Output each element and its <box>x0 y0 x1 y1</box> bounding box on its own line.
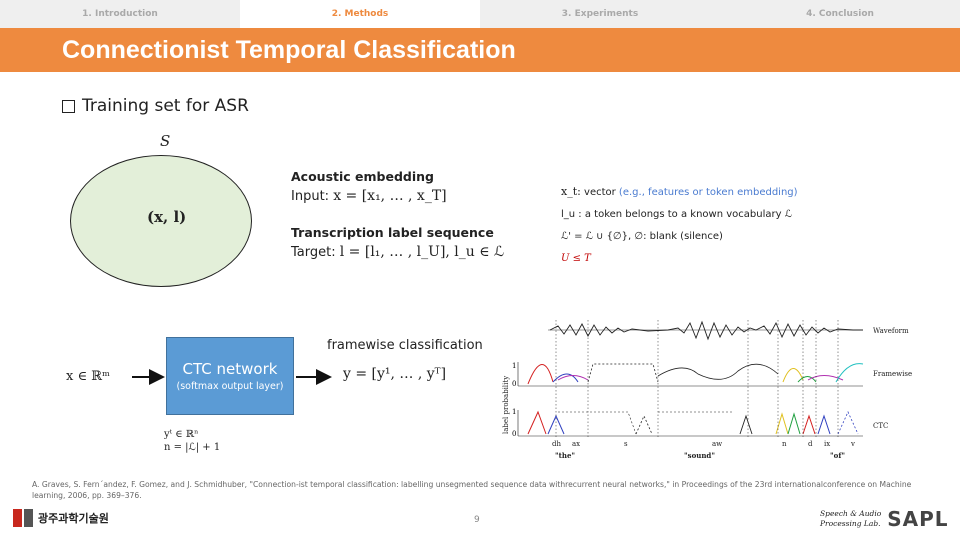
tick-0-bottom: 0 <box>512 430 516 438</box>
note-xt-example: (e.g., features or token embedding) <box>615 187 798 198</box>
input-label: x ∈ ℝᵐ <box>66 369 110 384</box>
ellipse-label: (x, l) <box>147 208 187 226</box>
acoustic-prefix: Input: <box>291 189 330 204</box>
phoneme-s: s <box>624 440 628 448</box>
transcription-prefix: Target: <box>291 245 336 260</box>
acoustic-embedding-block: Acoustic embedding Input: x = [x₁, … , x… <box>291 169 447 204</box>
tab-methods[interactable]: 2. Methods <box>240 0 480 28</box>
tab-introduction[interactable]: 1. Introduction <box>82 9 158 19</box>
note-lu: l_u : a token belongs to a known vocabul… <box>561 209 792 220</box>
row-label-ctc: CTC <box>873 422 888 430</box>
framewise-label: framewise classification <box>327 338 483 353</box>
title-bar: Connectionist Temporal Classification <box>0 28 960 72</box>
dim-yt: yᵗ ∈ ℝⁿ <box>164 429 199 440</box>
sapl-lab-name: Speech & Audio Processing Lab. <box>820 509 882 528</box>
sapl-logo-mark: SAPL <box>887 507 949 531</box>
word-the: "the" <box>555 451 575 460</box>
transcription-heading: Transcription label sequence <box>291 225 494 240</box>
bullet-text: Training set for ASR <box>82 96 249 116</box>
bullet-square-icon <box>62 99 75 113</box>
note-xt-math: x_t: <box>561 185 581 198</box>
transcription-block: Transcription label sequence Target: l =… <box>291 225 504 260</box>
sapl-logo: Speech & Audio Processing Lab. SAPL <box>820 507 949 531</box>
gist-logo: 광주과학기술원 <box>12 508 109 528</box>
tick-1-bottom: 1 <box>512 408 516 416</box>
waveform <box>549 320 863 341</box>
gist-emblem-icon <box>13 509 33 527</box>
ylabel: label probability <box>502 376 510 434</box>
ctc-figure: Waveform 1 0 Framewise 1 0 CTC label pro… <box>502 320 912 460</box>
set-label: S <box>160 132 171 150</box>
row-label-framewise: Framewise <box>873 370 912 378</box>
tab-conclusion[interactable]: 4. Conclusion <box>806 9 874 19</box>
transcription-formula: l = [l₁, … , l_U], l_u ∈ ℒ <box>339 244 505 260</box>
phoneme-aw: aw <box>712 440 722 448</box>
word-of: "of" <box>830 451 845 460</box>
phoneme-d: d <box>808 440 813 448</box>
tick-1-top: 1 <box>512 362 516 370</box>
phoneme-dh: dh <box>552 440 561 448</box>
note-xt: x_t: vector (e.g., features or token emb… <box>561 181 798 204</box>
ctc-network-box: CTC network (softmax output layer) <box>166 337 294 415</box>
note-u-le-t: U ≤ T <box>561 253 591 264</box>
acoustic-formula: x = [x₁, … , x_T] <box>333 188 447 204</box>
phoneme-ix: ix <box>824 440 830 448</box>
training-set-ellipse <box>70 155 252 287</box>
phoneme-v: v <box>850 440 855 448</box>
bullet-training-set: Training set for ASR <box>62 96 249 116</box>
section-tabs: 1. Introduction 2. Methods 3. Experiment… <box>0 0 960 28</box>
gist-logo-text: 광주과학기술원 <box>38 512 109 525</box>
phoneme-ax: ax <box>572 440 580 448</box>
network-title: CTC network <box>182 360 278 378</box>
phoneme-n: n <box>782 440 787 448</box>
definition-notes: x_t: vector (e.g., features or token emb… <box>561 181 798 270</box>
page-number: 9 <box>474 515 480 525</box>
acoustic-heading: Acoustic embedding <box>291 169 434 184</box>
tab-experiments[interactable]: 3. Experiments <box>561 9 639 19</box>
citation: A. Graves, S. Fern´andez, F. Gomez, and … <box>32 480 912 500</box>
note-xt-text: vector <box>580 187 616 198</box>
output-formula: y = [y¹, … , yᵀ] <box>343 366 447 382</box>
note-extended-vocab: ℒ' = ℒ ∪ {∅}, ∅: blank (silence) <box>561 231 723 242</box>
row-label-waveform: Waveform <box>873 327 909 335</box>
word-sound: "sound" <box>684 451 715 460</box>
tick-0-top: 0 <box>512 380 516 388</box>
slide-title: Connectionist Temporal Classification <box>62 36 516 64</box>
network-subtitle: (softmax output layer) <box>176 381 284 392</box>
dim-n: n = |ℒ| + 1 <box>164 442 221 453</box>
output-dimensions: yᵗ ∈ ℝⁿ n = |ℒ| + 1 <box>164 428 220 454</box>
